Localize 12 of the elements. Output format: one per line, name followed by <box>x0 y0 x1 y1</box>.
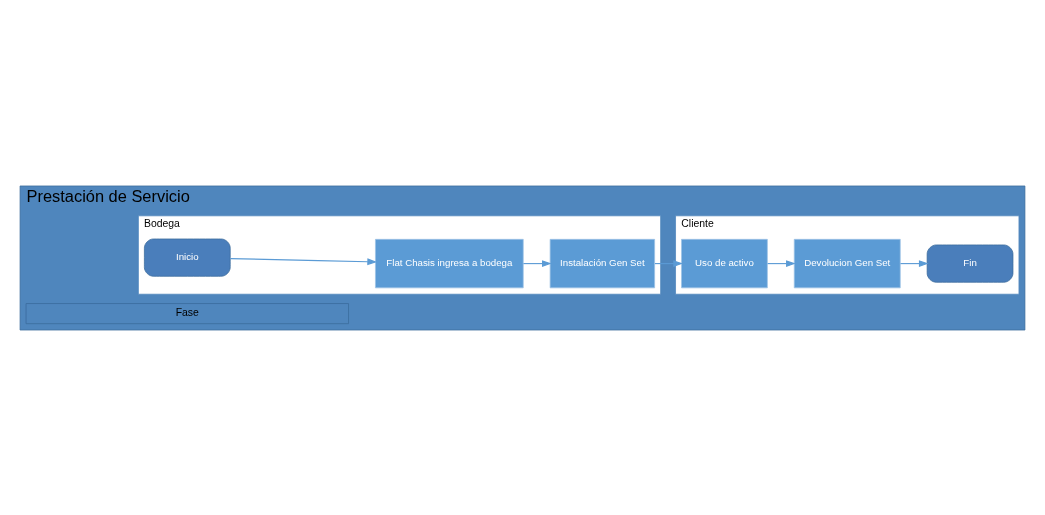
node-box: Fin <box>926 244 1014 283</box>
arrow <box>229 257 378 265</box>
node-box: Inicio <box>144 238 231 277</box>
node-box: Uso de activo <box>681 238 768 288</box>
arrow <box>767 259 796 267</box>
node-box: Fase <box>25 302 349 324</box>
node-box: Devolucion Gen Set <box>793 238 901 288</box>
node-box: Flat Chasis ingresa a bodega <box>375 238 524 288</box>
arrow <box>899 259 929 267</box>
arrow <box>654 259 684 267</box>
arrow <box>522 259 552 267</box>
node-box: Instalación Gen Set <box>549 238 655 288</box>
